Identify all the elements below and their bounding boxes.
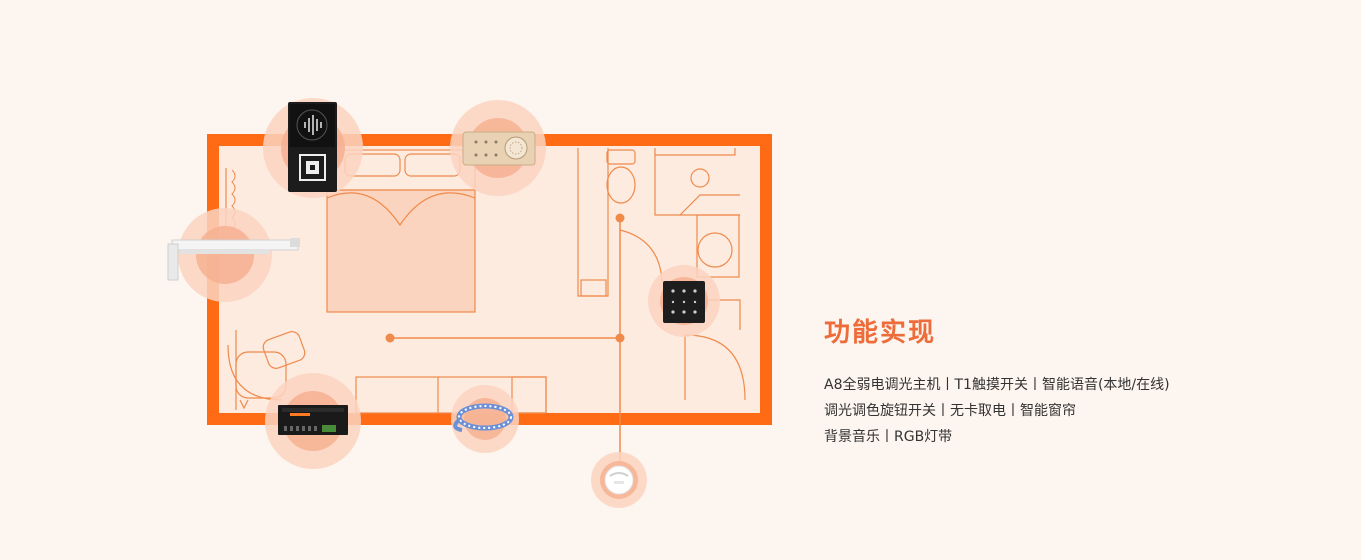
host-controller-icon <box>278 405 348 435</box>
furniture <box>225 148 746 414</box>
curtain-motor-icon <box>167 238 300 281</box>
features-panel: 功能实现 A8全弱电调光主机丨T1触摸开关丨智能语音(本地/在线) 调光调色旋钮… <box>824 316 1244 450</box>
node <box>615 213 625 223</box>
feature-line: 调光调色旋钮开关丨无卡取电丨智能窗帘 <box>824 403 1076 419</box>
node <box>615 333 625 343</box>
wiring <box>390 218 621 480</box>
touch-switch-icon <box>663 281 705 323</box>
feature-line: A8全弱电调光主机丨T1触摸开关丨智能语音(本地/在线) <box>824 377 1170 393</box>
node <box>385 333 395 343</box>
card-switch-icon <box>604 465 634 495</box>
features-title: 功能实现 <box>824 318 937 348</box>
voice-panel-icon <box>288 102 337 192</box>
dimmer-panel-icon <box>462 131 536 166</box>
led-strip-icon <box>453 403 514 432</box>
feature-line: 背景音乐丨RGB灯带 <box>824 429 953 445</box>
